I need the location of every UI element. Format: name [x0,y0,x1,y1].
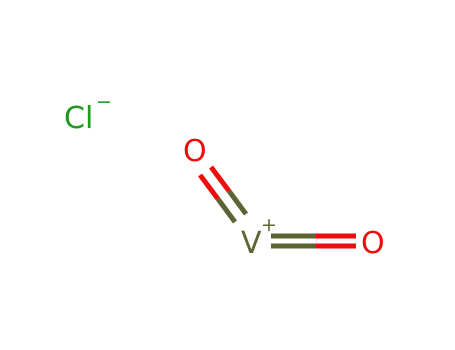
atom-oxygen-2: O [361,226,385,261]
atom-oxygen-2-symbol: O [361,226,385,261]
atom-chlorine-charge: − [96,91,112,113]
atom-chlorine: Cl − [64,91,112,136]
bond-v-o1-line-2-o-half [198,173,220,201]
atom-vanadium-charge: + [261,214,277,236]
atom-oxygen-1-symbol: O [183,134,207,169]
atom-vanadium: V + [241,214,277,261]
atom-chlorine-symbol: Cl [64,101,93,136]
bond-v-o1-line-1-o-half [209,165,231,193]
bond-v-o1-line-2-v-half [215,197,238,224]
atom-oxygen-1: O [183,134,207,169]
bond-v-o1 [198,165,249,224]
atom-vanadium-symbol: V [241,226,262,261]
bond-v-o2 [271,233,356,249]
bond-v-o1-line-1-v-half [226,189,249,216]
